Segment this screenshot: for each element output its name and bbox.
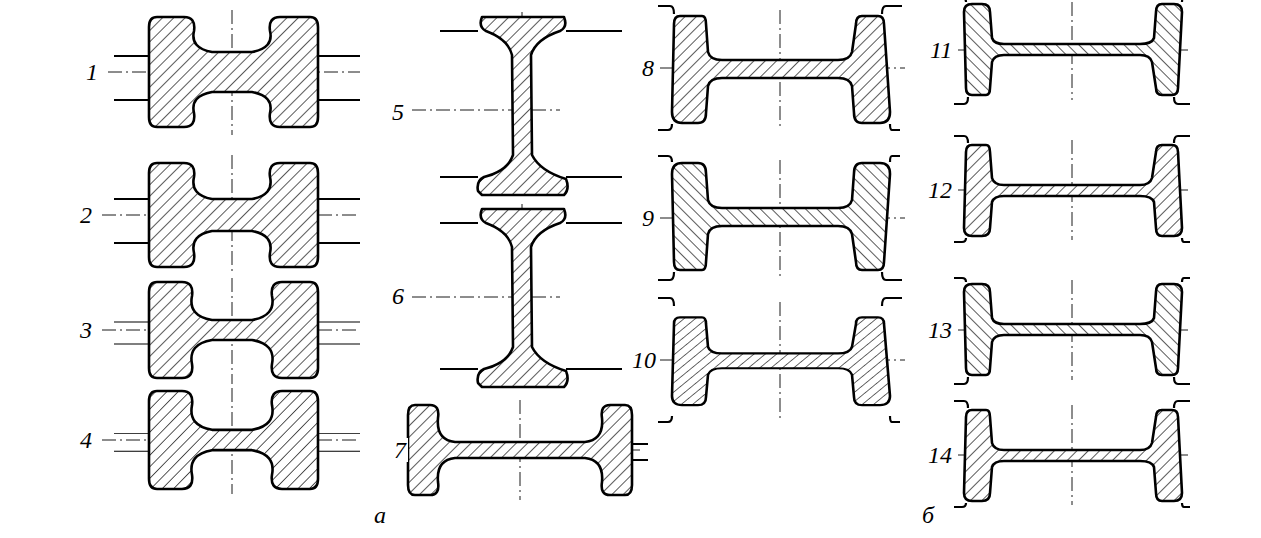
pass-profile xyxy=(478,209,568,387)
pass-profile xyxy=(478,17,568,195)
pass-profile xyxy=(964,410,1182,501)
pass-profile xyxy=(672,163,890,270)
callout-number: 6 xyxy=(390,284,406,308)
callout-number: 13 xyxy=(926,318,954,342)
pass-profile xyxy=(149,391,318,489)
pass-profile xyxy=(149,282,318,378)
callout-number: 7 xyxy=(392,438,408,462)
pass-profile xyxy=(964,4,1182,95)
callout-number: 10 xyxy=(630,348,658,372)
callout-number: 12 xyxy=(926,178,954,202)
callout-number: 11 xyxy=(928,38,954,62)
panel-letter: а xyxy=(372,503,388,527)
callout-number: 1 xyxy=(84,60,100,84)
callout-number: 9 xyxy=(640,206,656,230)
callout-number: 14 xyxy=(926,443,954,467)
pass-profile xyxy=(149,163,318,267)
roll-contours xyxy=(114,0,1190,507)
callout-number: 2 xyxy=(78,203,94,227)
callout-number: 3 xyxy=(78,318,94,342)
panel-letter: б xyxy=(920,503,936,527)
pass-profile xyxy=(408,405,632,495)
section-profiles xyxy=(149,4,1182,501)
center-lines xyxy=(102,2,1190,505)
pass-profile xyxy=(964,284,1182,375)
callout-number: 5 xyxy=(390,100,406,124)
pass-profile xyxy=(964,145,1182,236)
pass-profile xyxy=(149,17,318,127)
callout-number: 4 xyxy=(78,428,94,452)
callout-number: 8 xyxy=(640,56,656,80)
pass-profile xyxy=(672,16,890,123)
pass-profile xyxy=(672,317,890,405)
